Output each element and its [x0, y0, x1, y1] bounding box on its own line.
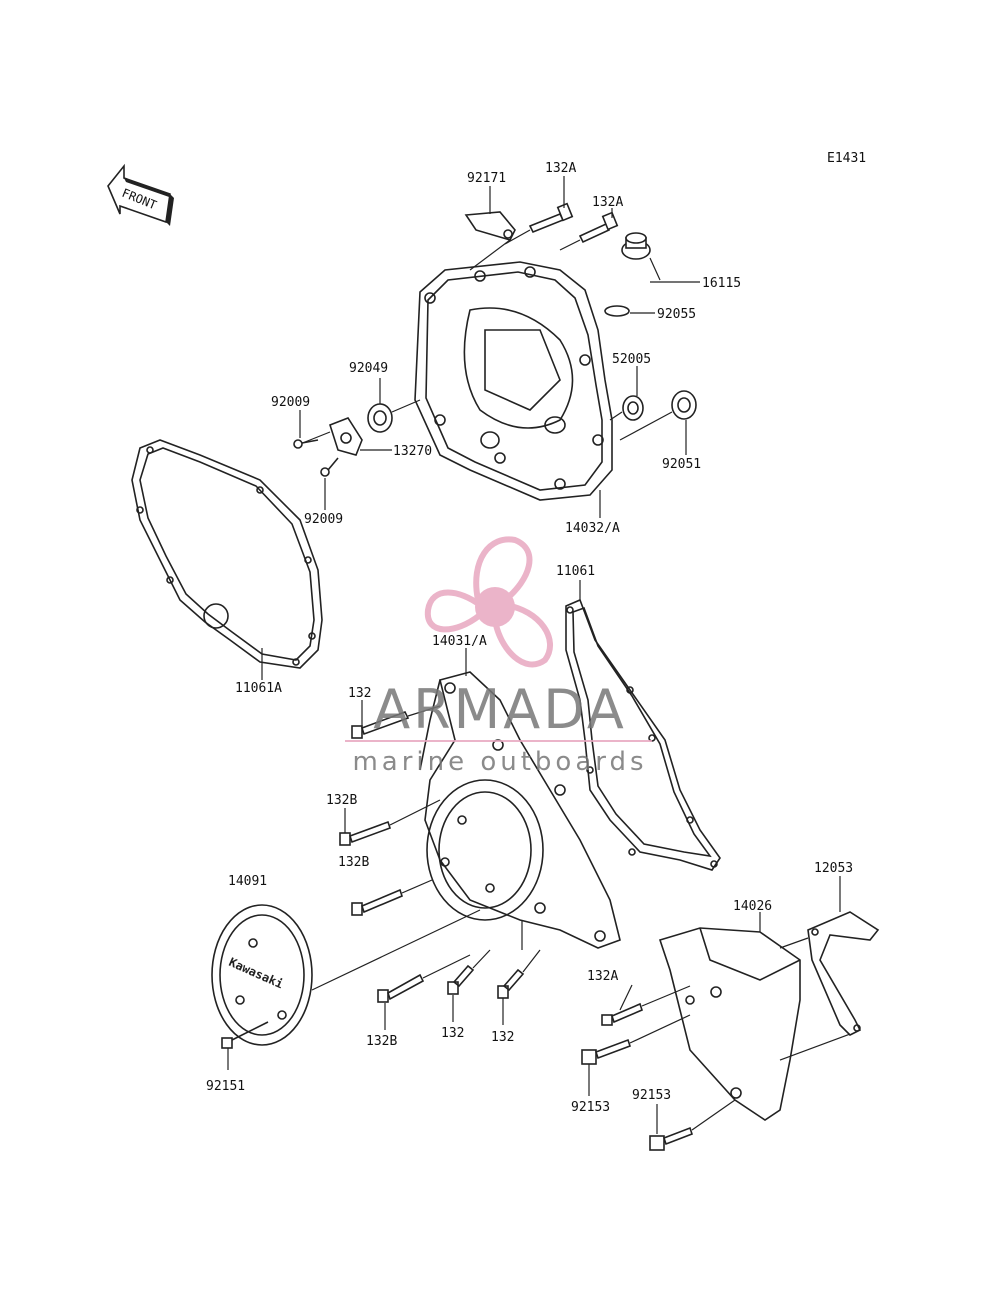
bolt-132A-upper [528, 202, 574, 234]
diagram-code: E1431 [827, 151, 866, 166]
watermark: ARMADA marine outboards [345, 536, 652, 777]
clutch-cover-14032A [414, 261, 613, 501]
label-12053: 12053 [814, 861, 853, 876]
screw-92009-upper [293, 439, 319, 449]
bracket-12053 [807, 911, 880, 1036]
bolt-132-lower-a [447, 964, 475, 995]
label-92153-a: 92153 [632, 1088, 671, 1103]
label-132B-a: 132B [326, 793, 357, 808]
label-14026: 14026 [733, 899, 772, 914]
label-92055: 92055 [657, 307, 696, 322]
gasket-11061A [131, 439, 323, 669]
plate-13270 [329, 417, 363, 456]
cap-52005 [622, 395, 644, 421]
label-14091: 14091 [228, 874, 267, 889]
label-132-c: 132 [491, 1030, 514, 1045]
front-arrow-icon: FRONT [107, 163, 174, 226]
label-132A-bottom: 132A [587, 969, 618, 984]
label-132-left: 132 [348, 686, 371, 701]
sprocket-cover-14026 [658, 927, 801, 1121]
label-14032A: 14032/A [565, 521, 620, 536]
bolt-92153-upper [581, 1038, 632, 1065]
propeller-logo-icon [424, 536, 553, 668]
gasket-11061 [565, 598, 721, 871]
oil-plug-16115 [621, 232, 651, 260]
label-14031A: 14031/A [432, 634, 487, 649]
label-132B-b: 132B [338, 855, 369, 870]
screw-92009-lower [320, 457, 339, 477]
bolt-132A-lower [601, 1002, 643, 1026]
bolt-132A-upper-2 [578, 211, 619, 244]
cover-14091: Kawasaki [211, 904, 313, 1046]
label-92171: 92171 [467, 171, 506, 186]
label-92151: 92151 [206, 1079, 245, 1094]
bolt-132B-upper [339, 820, 392, 846]
label-92009-b: 92009 [304, 512, 343, 527]
label-132-b: 132 [441, 1026, 464, 1041]
clip-92171 [464, 211, 516, 241]
label-11061A: 11061A [235, 681, 282, 696]
label-92009-a: 92009 [271, 395, 310, 410]
label-132B-c: 132B [366, 1034, 397, 1049]
label-132A-top: 132A [545, 161, 576, 176]
label-13270: 13270 [393, 444, 432, 459]
oil-seal-92051 [671, 390, 697, 420]
screw-92151 [221, 1021, 269, 1049]
bolt-132B-middle [351, 888, 403, 916]
bolt-92153-lower [649, 1126, 694, 1151]
label-52005: 52005 [612, 352, 651, 367]
bolt-132B-lower [377, 973, 425, 1003]
label-92051: 92051 [662, 457, 701, 472]
bolt-132-lower-b [497, 968, 525, 999]
label-92153-b: 92153 [571, 1100, 610, 1115]
label-132A-top-2: 132A [592, 195, 623, 210]
label-16115: 16115 [702, 276, 741, 291]
watermark-title: ARMADA [373, 678, 627, 741]
oil-seal-92049 [367, 403, 393, 433]
label-11061: 11061 [556, 564, 595, 579]
label-92049: 92049 [349, 361, 388, 376]
bolt-132-left [351, 710, 410, 739]
o-ring-92055 [604, 305, 630, 317]
watermark-subtitle: marine outboards [352, 747, 647, 777]
